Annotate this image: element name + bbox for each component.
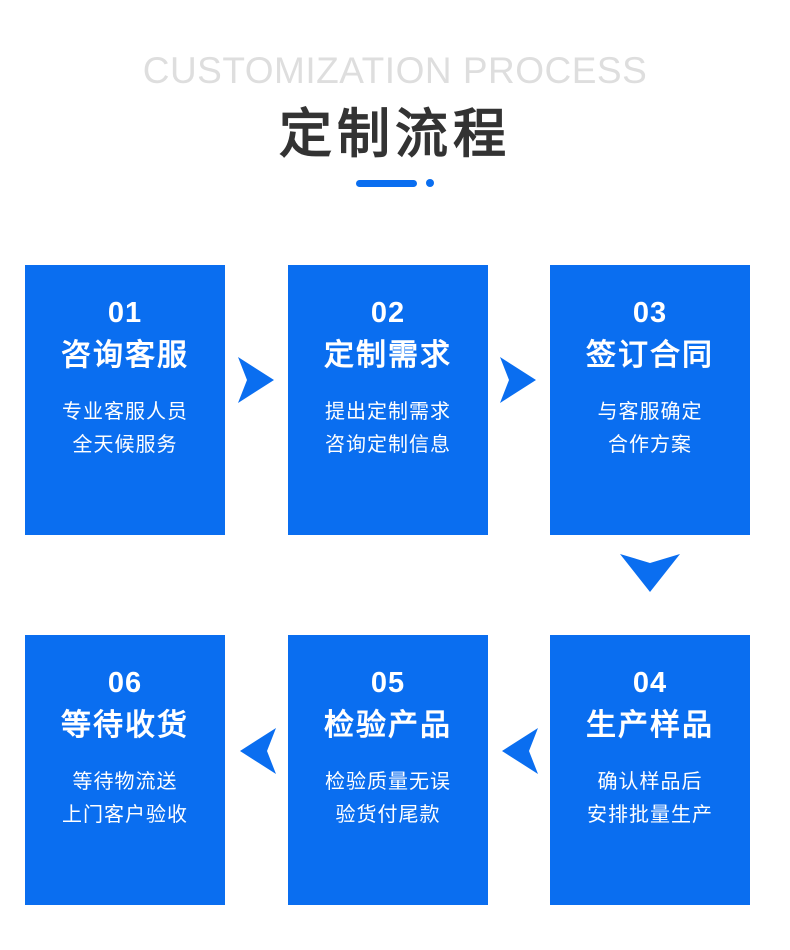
- step-title: 定制需求: [324, 339, 452, 373]
- page-title: 定制流程: [279, 105, 511, 164]
- arrow-right-icon: [236, 355, 276, 405]
- step-description: 等待物流送 上门客户验收: [25, 766, 225, 832]
- step-description-line-2: 安排批量生产: [587, 804, 713, 827]
- step-description-line-1: 与客服确定: [597, 401, 703, 424]
- process-step-card-04[interactable]: 04 生产样品 确认样品后 安排批量生产: [550, 635, 750, 905]
- process-step-card-06[interactable]: 06 等待收货 等待物流送 上门客户验收: [25, 635, 225, 905]
- step-title: 签订合同: [586, 339, 714, 373]
- step-title: 检验产品: [324, 709, 452, 743]
- step-number: 04: [632, 667, 668, 699]
- process-step-card-03[interactable]: 03 签订合同 与客服确定 合作方案: [550, 265, 750, 535]
- step-description: 专业客服人员 全天候服务: [25, 396, 225, 462]
- title-divider: [0, 178, 790, 188]
- step-number: 02: [370, 297, 406, 329]
- step-description-line-1: 检验质量无误: [325, 771, 451, 794]
- process-step-card-01[interactable]: 01 咨询客服 专业客服人员 全天候服务: [25, 265, 225, 535]
- arrow-right-icon: [498, 355, 538, 405]
- step-description-line-1: 等待物流送: [72, 771, 178, 794]
- step-description-line-2: 上门客户验收: [62, 804, 188, 827]
- divider-dot-icon: [426, 179, 434, 188]
- step-title: 生产样品: [586, 709, 714, 743]
- step-description-line-1: 提出定制需求: [325, 401, 451, 424]
- process-step-card-02[interactable]: 02 定制需求 提出定制需求 咨询定制信息: [288, 265, 488, 535]
- arrow-down-icon: [618, 552, 682, 594]
- step-description-line-2: 验货付尾款: [335, 804, 441, 827]
- step-description: 与客服确定 合作方案: [550, 396, 750, 462]
- page-header: CUSTOMIZATION PROCESS 定制流程: [0, 0, 790, 188]
- arrow-left-icon: [500, 726, 540, 776]
- step-title: 等待收货: [61, 709, 189, 743]
- step-title: 咨询客服: [61, 339, 189, 373]
- step-description-line-1: 专业客服人员: [62, 401, 188, 424]
- step-number: 01: [107, 297, 143, 329]
- divider-bar-icon: [356, 179, 417, 187]
- arrow-left-icon: [238, 726, 278, 776]
- step-number: 06: [107, 667, 143, 699]
- header-english-title: CUSTOMIZATION PROCESS: [142, 50, 648, 91]
- step-description: 提出定制需求 咨询定制信息: [288, 396, 488, 462]
- step-number: 05: [370, 667, 406, 699]
- step-description: 检验质量无误 验货付尾款: [288, 766, 488, 832]
- step-number: 03: [632, 297, 668, 329]
- step-description-line-1: 确认样品后: [597, 771, 703, 794]
- step-description: 确认样品后 安排批量生产: [550, 766, 750, 832]
- process-step-card-05[interactable]: 05 检验产品 检验质量无误 验货付尾款: [288, 635, 488, 905]
- step-description-line-2: 合作方案: [608, 434, 692, 457]
- step-description-line-2: 全天候服务: [72, 434, 178, 457]
- step-description-line-2: 咨询定制信息: [325, 434, 451, 457]
